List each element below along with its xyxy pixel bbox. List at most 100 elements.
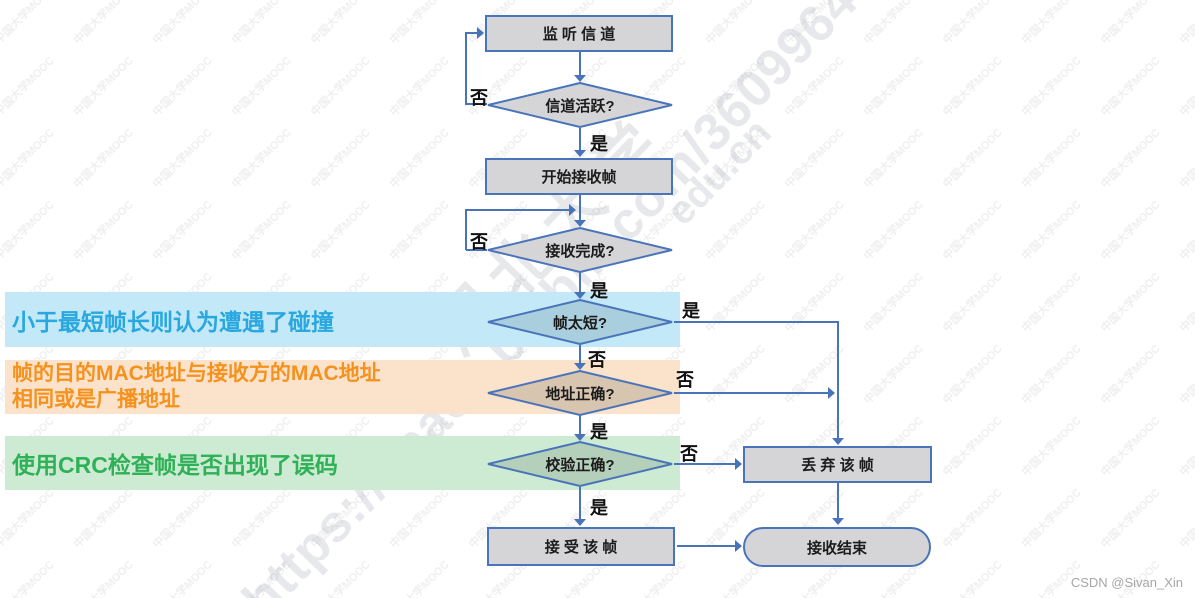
watermark-tile: 中国大学MOOC xyxy=(1098,414,1163,479)
arrowhead-right-icon xyxy=(735,540,742,552)
watermark-tile: 中国大学MOOC xyxy=(1177,126,1195,191)
arrowhead-down-icon xyxy=(574,434,586,441)
csdn-credit: CSDN @Sivan_Xin xyxy=(1070,575,1183,590)
edge-accept-to-end xyxy=(677,545,736,547)
watermark-tile: 中国大学MOOC xyxy=(71,486,136,551)
edge-short-yes-h xyxy=(674,321,839,323)
edge-label-yes: 是 xyxy=(682,301,700,321)
watermark-tile: 中国大学MOOC xyxy=(1098,270,1163,335)
watermark-tile: 中国大学MOOC xyxy=(1177,198,1195,263)
decision-frame-too-short: 帧太短? xyxy=(486,299,674,345)
arrowhead-right-icon xyxy=(828,387,835,399)
watermark-tile: 中国大学MOOC xyxy=(0,486,57,551)
watermark-tile: 中国大学MOOC xyxy=(940,486,1005,551)
watermark-tile: 中国大学MOOC xyxy=(1019,270,1084,335)
edge-active-no-h2 xyxy=(466,32,478,34)
edge-start-to-done xyxy=(579,195,581,221)
watermark-tile: 中国大学MOOC xyxy=(308,558,373,598)
watermark-tile: 中国大学MOOC xyxy=(1177,54,1195,119)
watermark-tile: 中国大学MOOC xyxy=(940,558,1005,598)
watermark-tile: 中国大学MOOC xyxy=(150,558,215,598)
edge-addr-no-h xyxy=(674,392,829,394)
watermark-tile: 中国大学MOOC xyxy=(861,54,926,119)
node-accept-frame: 接 受 该 帧 xyxy=(487,527,675,566)
annotation-address-line2: 相同或是广播地址 xyxy=(12,388,180,411)
watermark-tile: 中国大学MOOC xyxy=(0,558,57,598)
watermark-tile: 中国大学MOOC xyxy=(782,0,847,47)
arrowhead-down-icon xyxy=(574,519,586,526)
edge-crc-no-h xyxy=(674,463,736,465)
watermark-tile: 中国大学MOOC xyxy=(940,126,1005,191)
arrowhead-right-icon xyxy=(569,204,576,216)
watermark-tile: 中国大学MOOC xyxy=(1177,486,1195,551)
diamond-shape xyxy=(487,441,673,487)
watermark-edu-fragment: edu.cn xyxy=(658,110,780,234)
edge-active-no-v xyxy=(465,32,467,105)
decision-address-correct: 地址正确? xyxy=(486,370,674,416)
edge-done-no-v xyxy=(465,209,467,250)
watermark-tile: 中国大学MOOC xyxy=(308,0,373,47)
watermark-tile: 中国大学MOOC xyxy=(1098,126,1163,191)
edge-label-yes: 是 xyxy=(590,422,608,442)
edge-label-no: 否 xyxy=(470,88,488,108)
edge-done-no-h xyxy=(466,249,487,251)
watermark-tile: 中国大学MOOC xyxy=(387,0,452,47)
watermark-tile: 中国大学MOOC xyxy=(308,126,373,191)
diamond-shape xyxy=(487,82,673,128)
watermark-tile: 中国大学MOOC xyxy=(861,270,926,335)
watermark-tile: 中国大学MOOC xyxy=(1098,342,1163,407)
watermark-tile: 中国大学MOOC xyxy=(387,486,452,551)
watermark-tile: 中国大学MOOC xyxy=(1019,486,1084,551)
edge-addr-yes xyxy=(579,415,581,435)
watermark-tile: 中国大学MOOC xyxy=(940,0,1005,47)
arrowhead-down-icon xyxy=(574,292,586,299)
edge-crc-yes xyxy=(579,487,581,520)
watermark-tile: 中国大学MOOC xyxy=(71,558,136,598)
watermark-tile: 中国大学MOOC xyxy=(0,0,57,47)
watermark-tile: 中国大学MOOC xyxy=(150,198,215,263)
edge-label-yes: 是 xyxy=(590,281,608,301)
node-receive-end: 接收结束 xyxy=(743,527,931,567)
watermark-tile: 中国大学MOOC xyxy=(150,486,215,551)
watermark-tile: 中国大学MOOC xyxy=(229,486,294,551)
decision-receive-done-label: 接收完成? xyxy=(545,242,615,260)
edge-done-no-h2 xyxy=(466,209,570,211)
arrowhead-down-icon xyxy=(574,75,586,82)
watermark-tile: 中国大学MOOC xyxy=(703,270,768,335)
watermark-tile: 中国大学MOOC xyxy=(861,342,926,407)
decision-channel-active: 信道活跃? xyxy=(486,82,674,128)
watermark-tile: 中国大学MOOC xyxy=(703,198,768,263)
arrowhead-right-icon xyxy=(477,27,484,39)
arrowhead-down-icon xyxy=(832,518,844,525)
watermark-tile: 中国大学MOOC xyxy=(1098,0,1163,47)
watermark-tile: 中国大学MOOC xyxy=(940,342,1005,407)
watermark-tile: 中国大学MOOC xyxy=(0,198,57,263)
watermark-tile: 中国大学MOOC xyxy=(861,126,926,191)
watermark-tile: 中国大学MOOC xyxy=(387,198,452,263)
watermark-tile: 中国大学MOOC xyxy=(703,342,768,407)
watermark-tile: 中国大学MOOC xyxy=(703,54,768,119)
annotation-too-short-text: 小于最短帧长则认为遭遇了碰撞 xyxy=(12,308,334,335)
watermark-tile: 中国大学MOOC xyxy=(308,54,373,119)
watermark-tile: 中国大学MOOC xyxy=(782,198,847,263)
decision-channel-active-label: 信道活跃? xyxy=(545,97,615,115)
watermark-tile: 中国大学MOOC xyxy=(1177,270,1195,335)
watermark-tile: 中国大学MOOC xyxy=(1019,414,1084,479)
watermark-tile: 中国大学MOOC xyxy=(387,558,452,598)
edge-short-yes-v xyxy=(837,321,839,439)
watermark-tile: 中国大学MOOC xyxy=(1177,414,1195,479)
watermark-tile: 中国大学MOOC xyxy=(229,126,294,191)
watermark-tile: 中国大学MOOC xyxy=(940,198,1005,263)
watermark-tile: 中国大学MOOC xyxy=(703,126,768,191)
decision-checksum-correct-label: 校验正确? xyxy=(545,456,615,474)
watermark-tile: 中国大学MOOC xyxy=(1019,342,1084,407)
watermark-tile: 中国大学MOOC xyxy=(150,126,215,191)
watermark-tile: 中国大学MOOC xyxy=(861,198,926,263)
watermark-tile: 中国大学MOOC xyxy=(1019,198,1084,263)
edge-listen-to-active xyxy=(579,52,581,76)
watermark-tile: 中国大学MOOC xyxy=(1098,198,1163,263)
edge-label-yes: 是 xyxy=(590,498,608,518)
watermark-tile: 中国大学MOOC xyxy=(1098,486,1163,551)
edge-done-yes xyxy=(579,272,581,293)
